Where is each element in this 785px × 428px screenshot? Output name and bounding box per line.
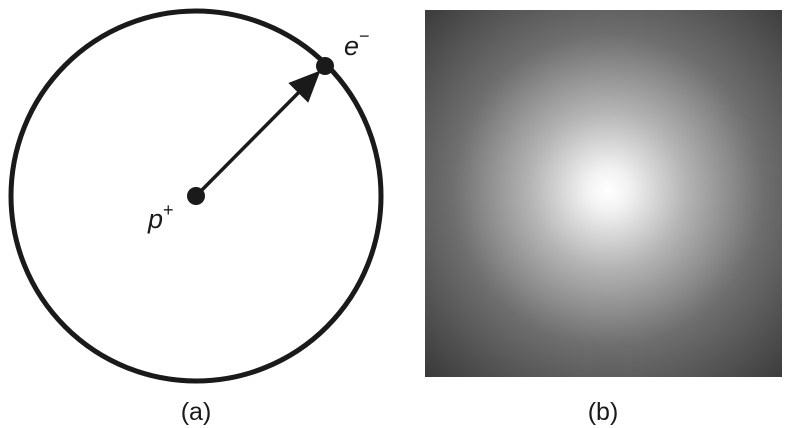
caption-b: (b) — [588, 398, 619, 426]
electron-dot — [316, 57, 334, 75]
proton-dot — [187, 187, 205, 205]
proton-symbol: p — [147, 204, 163, 234]
panel-a: p+ e− (a) — [11, 11, 381, 426]
proton-charge: + — [163, 200, 174, 220]
electron-label: e− — [344, 26, 370, 61]
electron-symbol: e — [344, 31, 359, 61]
panel-b: (b) — [425, 10, 782, 426]
radius-arrow — [196, 73, 318, 196]
electron-cloud — [425, 10, 782, 377]
electron-charge: − — [359, 26, 370, 46]
proton-label: p+ — [147, 200, 174, 234]
caption-a: (a) — [181, 398, 212, 426]
